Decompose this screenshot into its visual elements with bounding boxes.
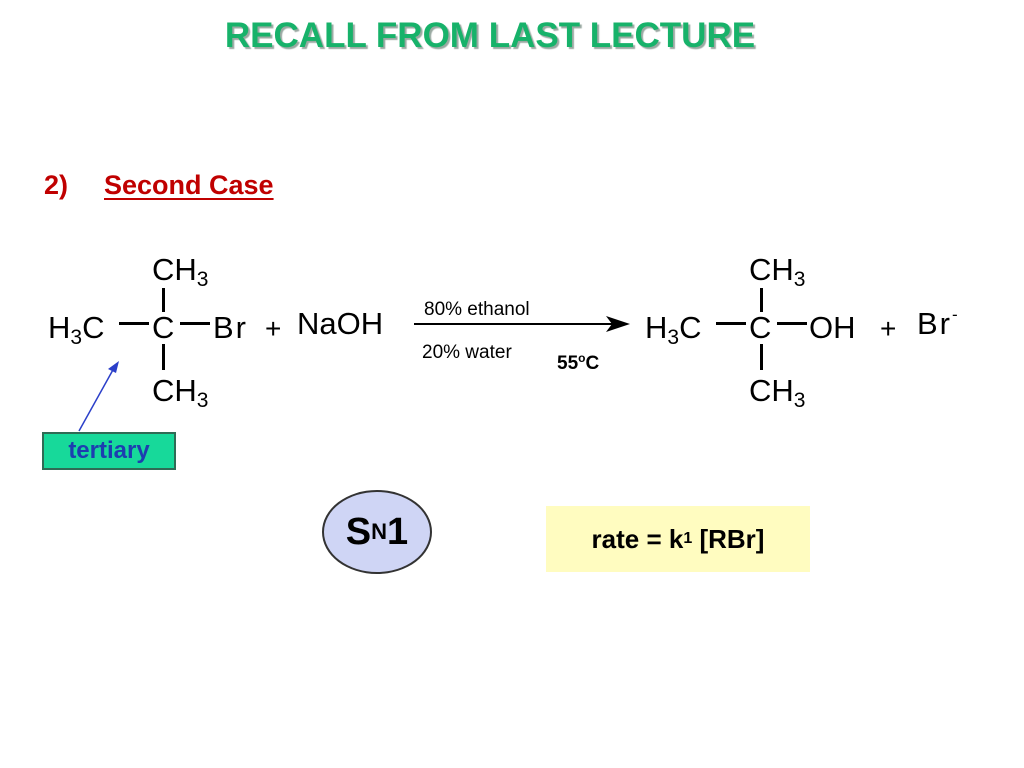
plus-sign-1: +	[265, 313, 282, 344]
tertiary-label: tertiary	[42, 432, 176, 470]
product-top-bond	[760, 288, 763, 312]
product-left-bond	[716, 322, 746, 325]
product-bottom-bond	[760, 344, 763, 370]
reactant-top-methyl: CH3	[152, 252, 209, 291]
product-hydroxyl: OH	[809, 310, 856, 345]
reactant-left-bond	[119, 322, 149, 325]
case-number: 2)	[44, 170, 69, 200]
plus-sign-2: +	[880, 313, 897, 344]
slide-title: RECALL FROM LAST LECTURE	[224, 16, 756, 55]
reactant-top-bond	[162, 288, 165, 312]
reaction-arrow	[414, 316, 630, 332]
case-label: Second Case	[104, 170, 274, 200]
bromide-ion: Br-	[917, 305, 960, 341]
product-left-methyl: H3C	[645, 310, 702, 349]
solvent-ethanol: 80% ethanol	[424, 299, 530, 320]
reactant-central-carbon: C	[152, 310, 175, 345]
product-right-bond	[777, 322, 807, 325]
pointer-arrow	[78, 361, 119, 432]
tertiary-text: tertiary	[68, 437, 150, 464]
product-bottom-methyl: CH3	[749, 373, 806, 412]
product-central-carbon: C	[749, 310, 772, 345]
reactant-right-bond	[180, 322, 210, 325]
reagent-naoh: NaOH	[297, 306, 384, 341]
reaction-temperature: 55oC	[557, 351, 600, 374]
product-top-methyl: CH3	[749, 252, 806, 291]
reactant-bromine: Br	[213, 310, 248, 345]
solvent-water: 20% water	[422, 342, 512, 363]
reactant-bottom-bond	[162, 344, 165, 370]
reactant-bottom-methyl: CH3	[152, 373, 209, 412]
reactant-left-methyl: H3C	[48, 310, 105, 349]
